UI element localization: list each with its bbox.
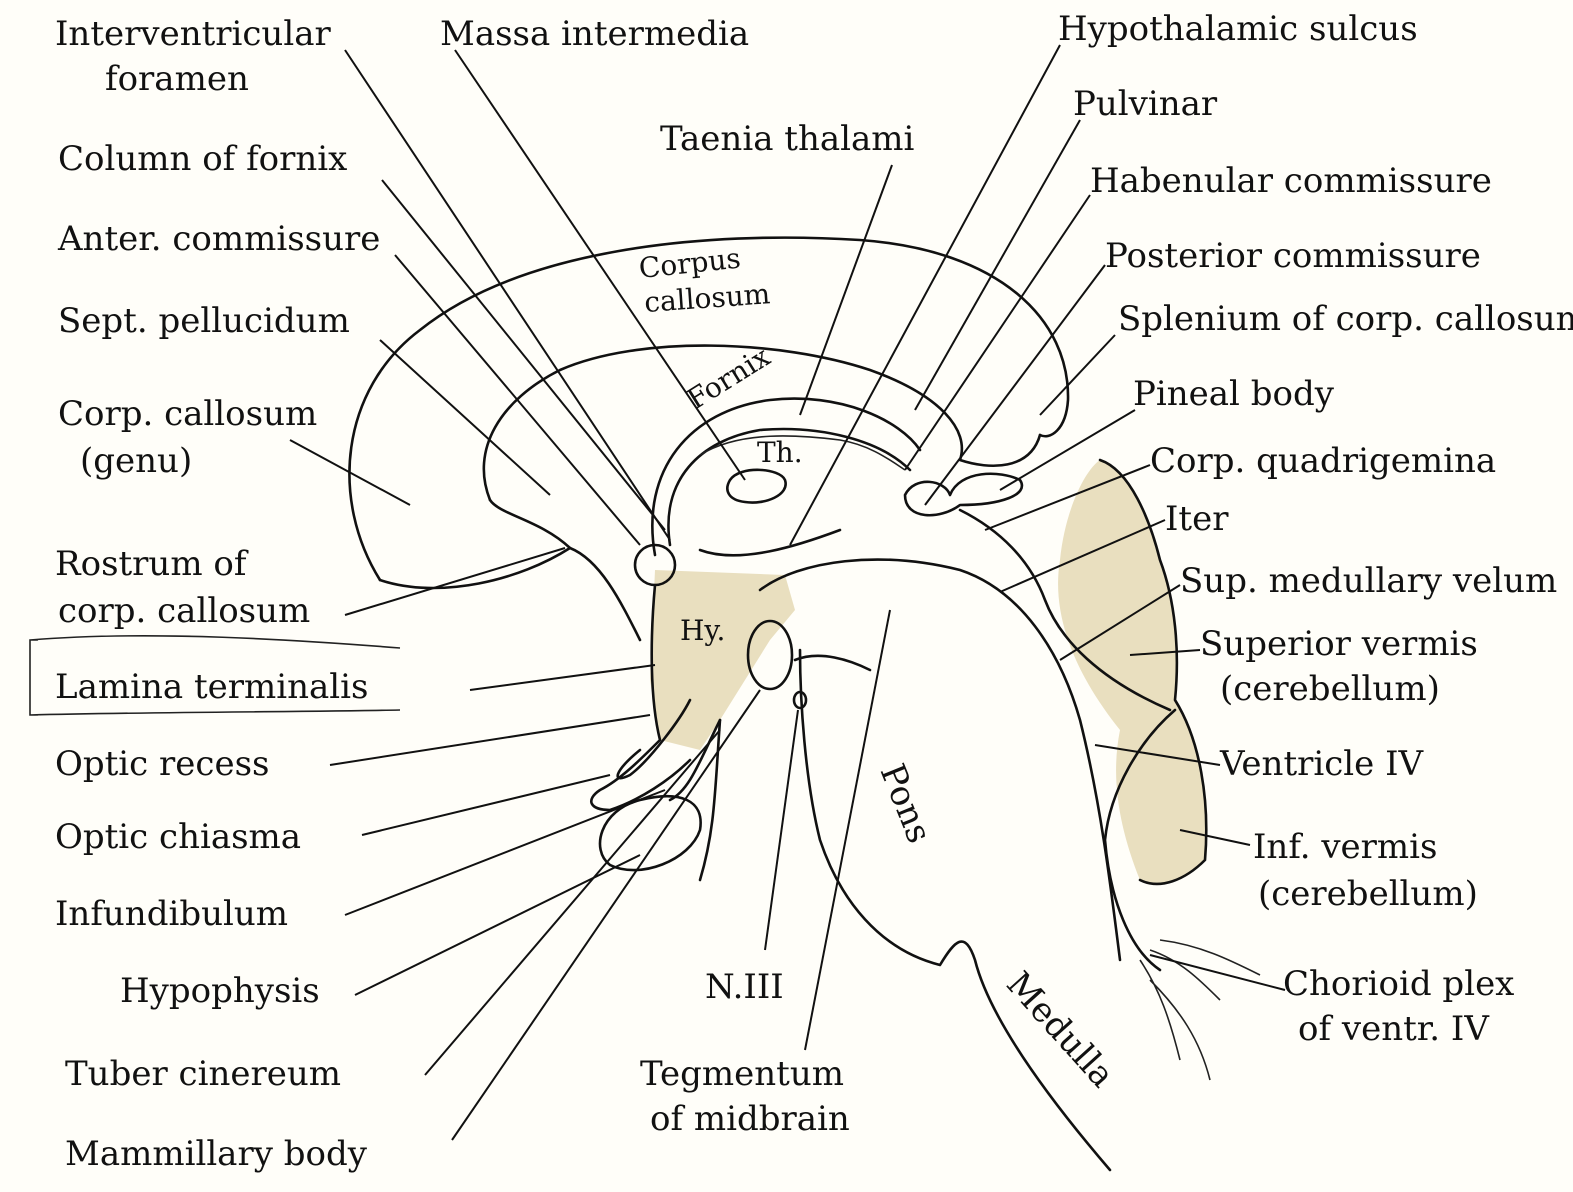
pineal-body	[905, 474, 1022, 515]
label-rostrum-2: corp. callosum	[58, 591, 310, 631]
fornix-arch	[652, 399, 920, 555]
label-pineal-body: Pineal body	[1133, 374, 1335, 414]
label-n-iii: N.III	[705, 967, 784, 1007]
leader-n-iii	[765, 710, 798, 950]
label-inf-vermis-1: Inf. vermis	[1253, 827, 1437, 867]
inner-label-th: Th.	[757, 436, 803, 469]
pons-outline	[800, 650, 1110, 1170]
label-tuber-cinereum: Tuber cinereum	[65, 1054, 341, 1094]
septum-curve	[570, 548, 640, 640]
label-habenular-commissure: Habenular commissure	[1090, 161, 1492, 201]
inner-label-corpus: Corpus	[637, 241, 742, 284]
label-mammillary-body: Mammillary body	[65, 1134, 368, 1174]
label-chorioid-plex-1: Chorioid plex	[1283, 964, 1514, 1004]
leader-tuber-cinereum	[425, 730, 720, 1075]
label-column-of-fornix: Column of fornix	[58, 139, 347, 179]
label-taenia-thalami: Taenia thalami	[660, 119, 914, 159]
label-chorioid-plex-2: of ventr. IV	[1298, 1009, 1490, 1049]
label-hypothalamic-sulcus: Hypothalamic sulcus	[1058, 9, 1418, 49]
hypothalamus-shading	[650, 570, 795, 750]
hypothalamic-sulcus-line	[700, 530, 840, 555]
label-sept-pellucidum: Sept. pellucidum	[58, 301, 350, 341]
leader-sept-pellucidum	[380, 340, 550, 495]
inner-label-hy: Hy.	[680, 614, 725, 647]
leader-splenium	[1040, 335, 1115, 415]
label-corp-callosum-genu-2: (genu)	[80, 441, 192, 481]
label-massa-intermedia: Massa intermedia	[440, 14, 749, 54]
leader-column-of-fornix	[382, 180, 665, 530]
leader-chorioid-plex	[1150, 955, 1285, 990]
inner-label-medulla: Medulla	[998, 964, 1122, 1095]
label-corp-quadrigemina: Corp. quadrigemina	[1150, 441, 1496, 481]
leader-hypophysis	[355, 855, 640, 995]
leader-rostrum	[345, 548, 565, 615]
label-interventricular-foramen-1: Interventricular	[55, 14, 331, 54]
label-superior-vermis-2: (cerebellum)	[1220, 669, 1440, 709]
leader-habenular-commissure	[905, 195, 1090, 470]
leader-infundibulum	[345, 790, 665, 915]
inner-label-callosum: callosum	[643, 277, 771, 319]
label-lamina-terminalis: Lamina terminalis	[55, 667, 368, 707]
label-tegmentum-1: Tegmentum	[640, 1054, 844, 1094]
massa-intermedia	[727, 470, 785, 503]
label-rostrum-1: Rostrum of	[55, 544, 249, 584]
label-interventricular-foramen-2: foramen	[105, 59, 249, 99]
label-posterior-commissure: Posterior commissure	[1105, 236, 1481, 276]
label-iter: Iter	[1165, 499, 1229, 539]
label-ventricle-iv: Ventricle IV	[1219, 744, 1425, 784]
label-inf-vermis-2: (cerebellum)	[1258, 874, 1478, 914]
folia-lines	[1140, 940, 1260, 1080]
label-sup-medullary-velum: Sup. medullary velum	[1180, 561, 1557, 601]
inner-label-fornix: Fornix	[681, 340, 776, 416]
leader-lamina-terminalis	[470, 665, 655, 690]
label-splenium: Splenium of corp. callosum	[1118, 299, 1573, 339]
leader-pulvinar	[915, 120, 1080, 410]
anatomy-outlines	[349, 238, 1260, 1170]
label-pulvinar: Pulvinar	[1073, 84, 1218, 124]
inner-label-pons: Pons	[872, 758, 940, 848]
label-hypophysis: Hypophysis	[120, 971, 320, 1011]
label-optic-chiasma: Optic chiasma	[55, 817, 301, 857]
label-tegmentum-2: of midbrain	[650, 1099, 850, 1139]
label-optic-recess: Optic recess	[55, 744, 269, 784]
label-infundibulum: Infundibulum	[55, 894, 288, 934]
label-corp-callosum-genu-1: Corp. callosum	[58, 394, 317, 434]
leader-posterior-commissure	[925, 265, 1105, 505]
label-anter-commissure: Anter. commissure	[57, 219, 380, 259]
interpeduncular-line	[795, 656, 870, 670]
label-superior-vermis-1: Superior vermis	[1200, 624, 1478, 664]
leader-optic-recess	[330, 715, 650, 765]
leader-anter-commissure	[395, 255, 640, 545]
leader-taenia-thalami	[800, 165, 892, 415]
